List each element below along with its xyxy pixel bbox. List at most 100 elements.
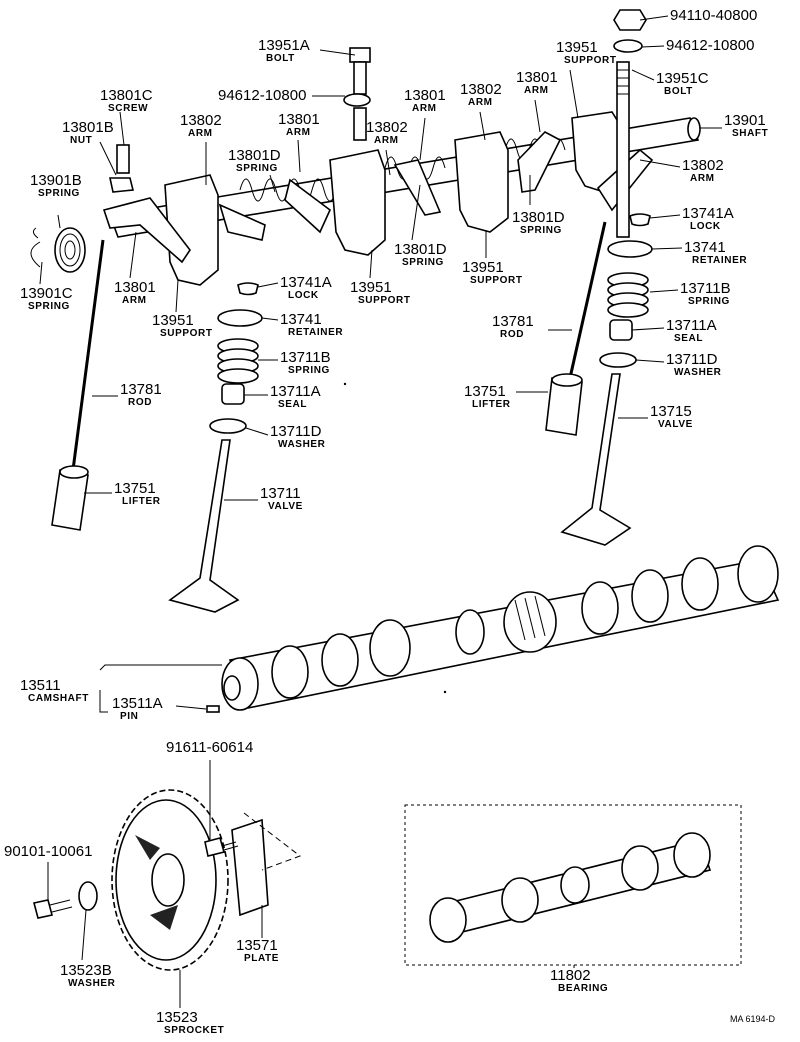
part-name: LIFTER <box>472 399 511 410</box>
leader-line <box>641 45 665 48</box>
part-number: 13801 <box>114 279 156 296</box>
leader-line <box>129 231 137 279</box>
leader-line <box>297 139 301 173</box>
part-number: 13711D <box>270 423 322 440</box>
shaft-end-drawing <box>687 117 701 141</box>
part-name: SCREW <box>108 103 148 114</box>
callout-c44: 91611-60614 <box>166 739 253 840</box>
leader-line <box>385 149 391 176</box>
leader-line <box>269 174 276 193</box>
leader-line <box>369 249 373 279</box>
part-number: 13741A <box>280 274 332 291</box>
part-name: WASHER <box>68 978 116 989</box>
part-number: 13781 <box>120 381 162 398</box>
part-number: 13951 <box>152 312 194 329</box>
end-spring-drawing <box>54 227 86 273</box>
part-name: WASHER <box>278 439 326 450</box>
part-number: 11802 <box>550 967 591 984</box>
leader-line <box>534 99 541 133</box>
part-number: 94612-10800 <box>666 37 754 54</box>
leader-line <box>261 317 279 321</box>
scan-dot <box>343 382 347 386</box>
part-name: SUPPORT <box>358 295 411 306</box>
part-number: 13571 <box>236 937 278 954</box>
leader-line <box>639 15 669 21</box>
part-name: PLATE <box>244 953 279 964</box>
valve-spring-drawing <box>607 272 649 318</box>
part-name: SPRING <box>236 163 278 174</box>
part-number: 13901 <box>724 112 766 129</box>
part-name: ARM <box>412 103 437 114</box>
part-number: 90101-10061 <box>4 843 92 860</box>
part-number: 13741A <box>682 205 734 222</box>
part-name: BEARING <box>558 983 608 994</box>
part-number: 13741 <box>684 239 726 256</box>
part-name: ARM <box>468 97 493 108</box>
part-number: 13802 <box>460 81 502 98</box>
leader-line <box>635 359 665 363</box>
part-number: 13711A <box>270 383 321 400</box>
part-name: SUPPORT <box>160 328 213 339</box>
sprocket-bolt-drawing <box>33 899 73 919</box>
part-number: 13523 <box>156 1009 198 1026</box>
part-name: SUPPORT <box>470 275 523 286</box>
part-number: 13711A <box>666 317 717 334</box>
leader-line <box>99 141 117 176</box>
leader-line <box>479 111 486 141</box>
valve-spring-drawing <box>217 338 259 384</box>
part-number: 13711B <box>280 349 331 366</box>
part-number: 13801C <box>100 87 153 104</box>
part-name: SEAL <box>674 333 703 344</box>
valve-seal-drawing <box>221 383 245 405</box>
leader-line <box>57 214 61 229</box>
part-number: 13711 <box>260 485 301 502</box>
part-number: 13951 <box>350 279 392 296</box>
part-name: RETAINER <box>692 255 747 266</box>
part-name: WASHER <box>674 367 722 378</box>
part-name: ARM <box>690 173 715 184</box>
leader-line <box>319 49 356 56</box>
clip-spring-drawing <box>30 227 41 268</box>
sprocket-drawing <box>111 789 229 971</box>
leader-line <box>99 664 222 671</box>
bearing-set-drawing <box>429 832 712 943</box>
support-bolt-drawing <box>343 47 371 141</box>
reference-code: MA 6194-D <box>730 1014 776 1024</box>
part-name: SHAFT <box>732 128 768 139</box>
rocker-arm-drawing <box>517 131 562 193</box>
callout-c04: 94612-10800 <box>218 87 345 104</box>
part-name: BOLT <box>664 86 693 97</box>
part-name: SPRING <box>688 296 730 307</box>
leader-line <box>39 261 43 285</box>
leader-line <box>649 289 679 293</box>
camshaft-pin-drawing <box>206 705 220 713</box>
thrust-plate-drawing <box>231 818 269 917</box>
part-name: SPRING <box>402 257 444 268</box>
part-number: 13801D <box>394 241 447 258</box>
part-name: RETAINER <box>288 327 343 338</box>
part-name: LIFTER <box>122 496 161 507</box>
valve-drawing <box>560 373 632 546</box>
pushrod-drawing <box>568 221 607 379</box>
part-name: ARM <box>286 127 311 138</box>
callout-c01: 94110-40800 <box>639 7 757 24</box>
